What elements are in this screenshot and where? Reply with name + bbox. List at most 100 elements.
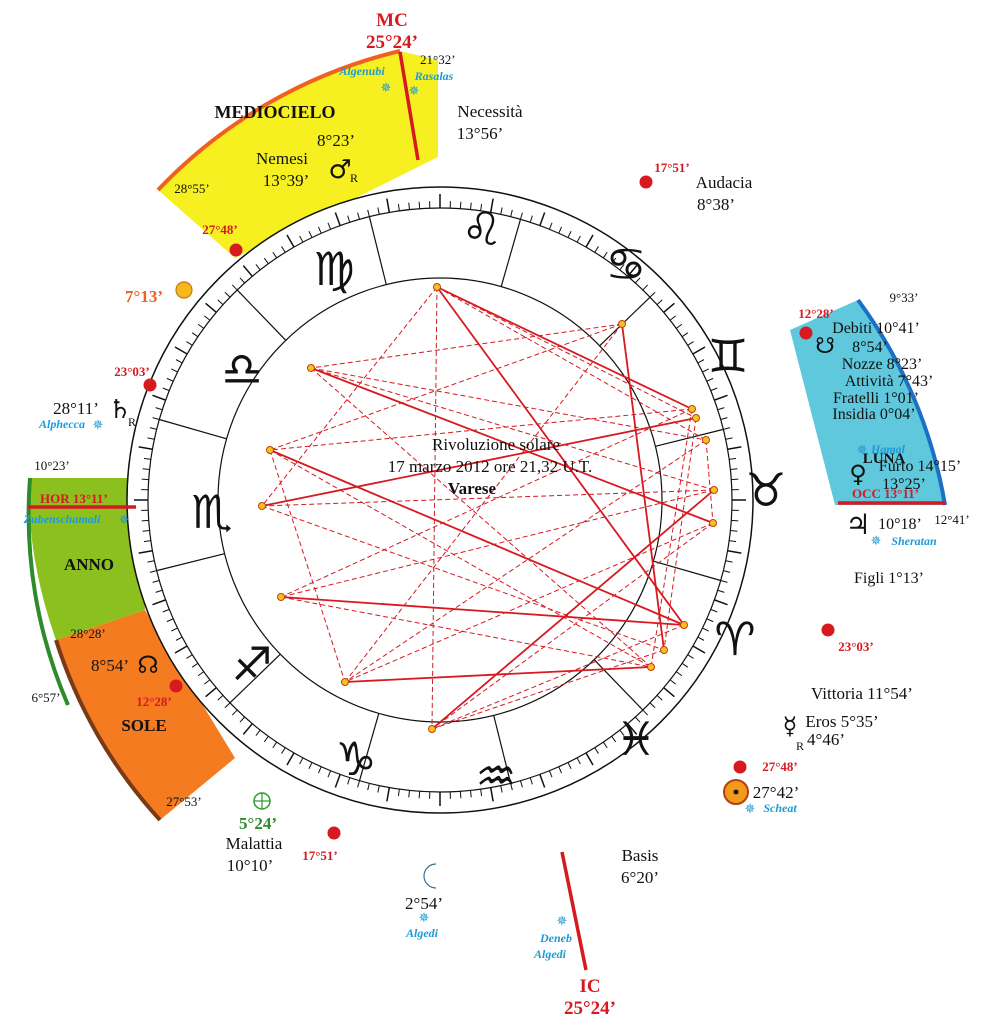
retrograde-marker: R xyxy=(128,415,136,429)
degree-tick xyxy=(152,580,160,583)
degree-tick xyxy=(205,687,217,698)
cusp-marker xyxy=(169,679,183,693)
degree-tick xyxy=(619,729,625,736)
gemini-icon: ♊ xyxy=(707,329,748,383)
aquarius-icon: ♒ xyxy=(475,749,516,803)
star-algedi: Algedi xyxy=(405,926,439,940)
degree-tick xyxy=(231,709,238,716)
north-node-degree: 8°54’ xyxy=(91,656,129,675)
degree-tick xyxy=(470,202,472,210)
aspect-point xyxy=(680,621,688,629)
degree-tick xyxy=(548,770,553,778)
degree-tick xyxy=(152,417,160,420)
degree-tick xyxy=(286,752,295,766)
degree-tick xyxy=(635,716,641,723)
degree-tick xyxy=(408,790,410,798)
sole-band-degree: 28°28’ xyxy=(70,626,106,641)
aspect-point xyxy=(660,646,668,654)
aspect-point xyxy=(692,414,700,422)
degree-tick xyxy=(730,468,738,470)
pisces-icon: ♓ xyxy=(615,712,656,766)
luna-band-degree: 9°33’ xyxy=(889,290,918,305)
aspect-line xyxy=(344,439,707,683)
virgo-icon: ♍ xyxy=(313,242,354,296)
degree-tick xyxy=(730,530,738,532)
cusp-marker xyxy=(639,175,653,189)
degree-tick xyxy=(723,427,731,430)
mc-axis xyxy=(398,51,420,161)
degree-tick xyxy=(723,570,731,573)
degree-tick xyxy=(155,407,163,411)
star-scheat: Scheat xyxy=(763,801,797,815)
sole-arc xyxy=(54,639,162,822)
degree-tick xyxy=(397,203,400,211)
aspect-point xyxy=(277,593,285,601)
degree-tick xyxy=(663,302,675,313)
moon-icon xyxy=(423,863,437,889)
sign-divider xyxy=(159,418,227,440)
degree-tick xyxy=(162,387,170,392)
star-icon: ✵ xyxy=(857,443,868,458)
degree-tick xyxy=(367,783,370,791)
degree-tick xyxy=(377,207,380,215)
anno-arc xyxy=(26,477,70,706)
degree-tick xyxy=(567,762,572,769)
degree-tick xyxy=(500,785,503,793)
mars-icon: ♂ xyxy=(328,155,351,185)
degree-tick xyxy=(327,770,332,778)
aspect-line xyxy=(269,408,693,451)
luna-arc xyxy=(856,298,947,506)
degree-tick xyxy=(138,549,153,554)
sign-divider xyxy=(593,659,644,711)
degree-tick xyxy=(480,789,483,797)
degree-ticks xyxy=(134,194,746,806)
venus-degree: 13°25’ xyxy=(882,476,926,493)
degree-tick xyxy=(702,368,709,373)
star-icon: ✵ xyxy=(745,802,756,817)
aspect-point xyxy=(266,446,274,454)
degree-tick xyxy=(147,560,155,563)
earth-degree: 5°24’ xyxy=(239,814,277,833)
degree-tick xyxy=(656,299,663,305)
sign-divider xyxy=(368,216,387,285)
degree-tick xyxy=(197,323,205,329)
aspect-point xyxy=(702,436,710,444)
degree-tick xyxy=(585,234,594,248)
libra-icon: ♎ xyxy=(221,342,262,396)
aspect-line xyxy=(269,323,623,451)
anno-label: ANNO xyxy=(64,555,114,574)
degree-tick xyxy=(681,662,689,668)
degree-tick xyxy=(611,257,617,265)
scorpio-icon: ♏ xyxy=(191,485,232,539)
degree-tick xyxy=(149,427,157,430)
degree-tick xyxy=(175,636,183,641)
degree-tick xyxy=(714,599,728,606)
star-deneb: Deneb xyxy=(539,931,572,945)
degree-tick xyxy=(255,264,261,271)
degree-tick xyxy=(171,368,178,373)
venus-icon: ♀ xyxy=(849,460,867,488)
degree-tick xyxy=(681,332,689,338)
eros-label: Eros 5°35’ xyxy=(805,712,878,731)
sign-divider xyxy=(653,560,721,582)
luna-label: LUNA xyxy=(863,451,906,467)
cusp-degree: 27°48’ xyxy=(762,759,798,774)
degree-tick xyxy=(239,716,245,723)
degree-tick xyxy=(197,671,205,677)
degree-tick xyxy=(539,774,546,788)
aspect-line xyxy=(261,417,697,507)
aries-icon: ♈ xyxy=(714,612,755,666)
anno-band xyxy=(27,478,145,640)
necessita-label: Necessità xyxy=(457,102,523,121)
star-zubenschamali: Zubenschamali xyxy=(23,512,101,526)
aspect-point xyxy=(647,663,655,671)
degree-tick xyxy=(675,323,683,329)
star-icon: ✵ xyxy=(419,911,430,926)
aspect-point xyxy=(710,486,718,494)
sign-divider xyxy=(493,715,512,784)
audacia-label: Audacia xyxy=(696,173,753,192)
cusp-degree: 12°28’ xyxy=(798,306,834,321)
mediocielo-arc xyxy=(156,49,401,192)
